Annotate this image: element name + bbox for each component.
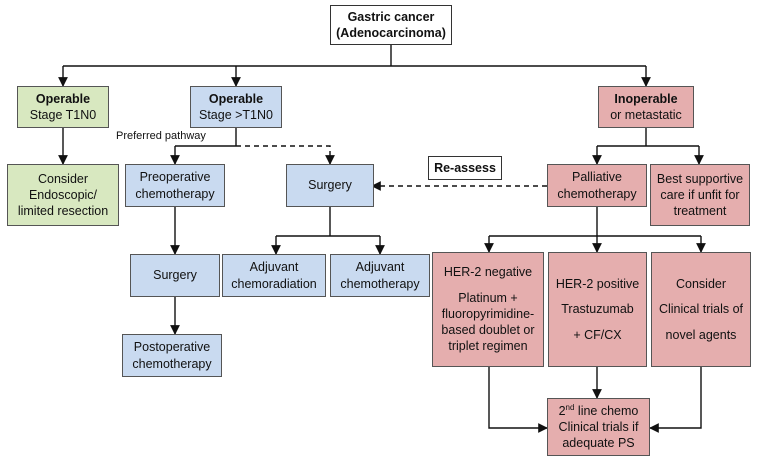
node-line: Clinical trials of [658,302,744,317]
node-line: based doublet or [441,323,535,338]
node-gastric-cancer: Gastric cancer (Adenocarcinoma) [330,5,452,45]
node-line: triplet regimen [448,339,528,354]
node-line: HER-2 negative [443,265,533,280]
connector-alt-dashed [236,145,335,165]
node-line: chemoradiation [231,276,317,291]
node-line: HER-2 positive [555,277,640,292]
node-line: Re-assess [434,160,496,175]
node-line: Best supportive [656,171,744,186]
node-title: Operable [208,91,264,106]
preferred-pathway-label: Preferred pathway [116,130,206,142]
node-surgery-left: Surgery [130,254,220,297]
node-line: Adjuvant [355,260,405,275]
node-line: chemotherapy [557,186,637,201]
node-her2-negative: HER-2 negative Platinum + fluoropyrimidi… [432,252,544,367]
node-subtitle: or metastatic [610,108,682,122]
connector-her-neg-to-second [488,367,548,433]
node-line: chemotherapy [135,186,215,201]
node-line: care if unfit for [660,187,740,202]
node-line: Platinum + [458,290,518,305]
node-line: adequate PS [562,436,635,451]
node-operable-t1n0: Operable Stage T1N0 [17,86,109,128]
node-palliative-chemotherapy: Palliative chemotherapy [547,164,647,207]
node-line: Trastuzumab [561,302,634,317]
node-subtitle: Stage >T1N0 [198,108,273,122]
node-line: limited resection [17,204,109,219]
node-line: chemotherapy [340,276,420,291]
node-best-supportive-care: Best supportive care if unfit for treatm… [650,164,750,226]
node-line-part: line chemo [574,403,639,418]
node-surgery-center: Surgery [286,164,374,207]
node-line: Endoscopic/ [28,187,98,202]
node-line: Consider [675,277,727,292]
node-line: Postoperative [133,340,211,355]
node-adjuvant-chemoradiation: Adjuvant chemoradiation [222,254,326,297]
node-endoscopic-resection: Consider Endoscopic/ limited resection [7,164,119,226]
node-adjuvant-chemotherapy: Adjuvant chemotherapy [330,254,430,297]
node-line: Clinical trials if [558,419,639,434]
node-reassess: Re-assess [428,156,502,180]
node-subtitle: (Adenocarcinoma) [336,26,446,40]
node-line: chemotherapy [132,356,212,371]
node-line: treatment [673,204,727,219]
node-inoperable: Inoperable or metastatic [598,86,694,128]
node-line: + CF/CX [573,327,622,342]
node-operable-gt-t1n0: Operable Stage >T1N0 [190,86,282,128]
node-clinical-trials: Consider Clinical trials of novel agents [651,252,751,367]
node-line: 2nd line chemo [559,403,639,419]
node-line: novel agents [665,327,737,342]
node-subtitle: Stage T1N0 [29,108,97,122]
connector-trials-to-second [649,367,702,433]
node-her2-positive: HER-2 positive Trastuzumab + CF/CX [548,252,647,367]
node-line: Surgery [308,178,352,193]
node-title: Inoperable [614,91,678,106]
node-line: Preoperative [139,170,211,185]
node-second-line: 2nd line chemo Clinical trials if adequa… [547,398,650,456]
node-title: Operable [35,91,91,106]
node-line: Adjuvant [249,260,299,275]
node-line-part: 2 [558,403,566,418]
node-line-sup: nd [565,402,575,412]
node-line: Palliative [571,170,623,185]
node-postoperative-chemotherapy: Postoperative chemotherapy [122,334,222,377]
node-line: Consider [37,171,89,186]
node-line: fluoropyrimidine- [441,306,535,321]
node-line: Surgery [153,268,197,283]
node-preoperative-chemotherapy: Preoperative chemotherapy [125,164,225,207]
node-title: Gastric cancer [347,9,435,24]
